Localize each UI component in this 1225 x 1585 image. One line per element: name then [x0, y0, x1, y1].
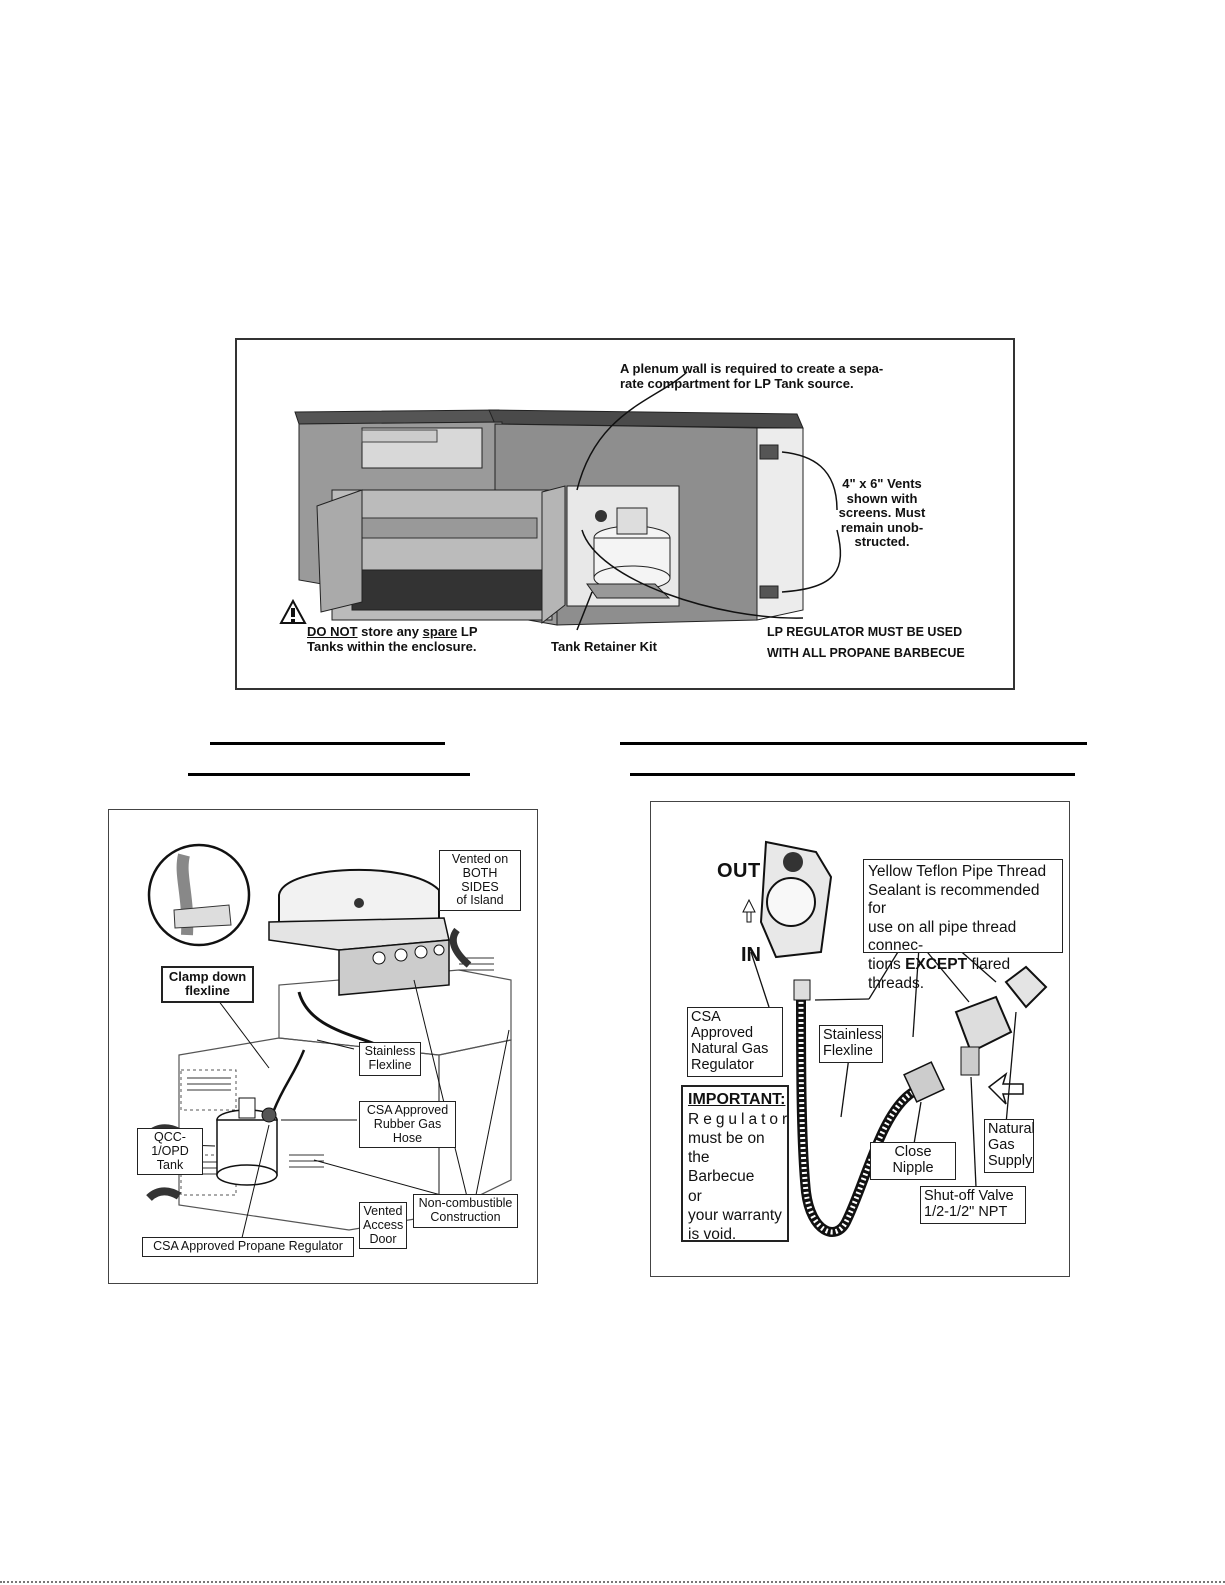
- out-label: OUT: [717, 860, 761, 882]
- left-heading-rule-1: [210, 742, 445, 745]
- propane-regulator-label: CSA Approved Propane Regulator: [142, 1237, 354, 1257]
- right-heading-rule-1: [620, 742, 1087, 745]
- stainless-flexline-label: Stainless Flexline: [359, 1042, 421, 1076]
- teflon-note: Yellow Teflon Pipe Thread Sealant is rec…: [863, 859, 1063, 953]
- vents-note: 4" x 6" Vents shown with screens. Must r…: [822, 477, 942, 550]
- right-heading-rule-2: [630, 773, 1075, 776]
- natural-gas-installation-panel: OUT IN Yellow Teflon Pipe Thread Sealant…: [650, 801, 1070, 1277]
- important-notice: IMPORTANT: Regulator must be on the Barb…: [681, 1085, 789, 1242]
- left-heading-rule-2: [188, 773, 470, 776]
- in-label: IN: [741, 944, 761, 966]
- ng-supply-label: Natural Gas Supply: [984, 1119, 1034, 1173]
- shutoff-valve-label: Shut-off Valve 1/2-1/2" NPT: [920, 1186, 1026, 1224]
- plenum-note: A plenum wall is required to create a se…: [620, 362, 883, 391]
- clamp-flexline-label: Clamp down flexline: [161, 966, 254, 1003]
- propane-installation-panel: Vented on BOTH SIDES of Island Clamp dow…: [108, 809, 538, 1284]
- non-combustible-label: Non-combustible Construction: [413, 1194, 518, 1228]
- tank-retainer-label: Tank Retainer Kit: [551, 640, 657, 655]
- top-illustration-panel: A plenum wall is required to create a se…: [235, 338, 1015, 690]
- spare-tank-warning: DO NOT store any spare LP Tanks within t…: [307, 625, 478, 654]
- vented-door-label: Vented Access Door: [359, 1202, 407, 1249]
- close-nipple-label: Close Nipple: [870, 1142, 956, 1180]
- regulator-note: LP REGULATOR MUST BE USED WITH ALL PROPA…: [767, 622, 965, 665]
- bottom-edge-dots: [0, 1581, 1225, 1583]
- tank-label: QCC-1/OPD Tank: [137, 1128, 203, 1175]
- stainless-flexline-label: Stainless Flexline: [819, 1025, 883, 1063]
- rubber-hose-label: CSA Approved Rubber Gas Hose: [359, 1101, 456, 1148]
- ng-regulator-label: CSA Approved Natural Gas Regulator: [687, 1007, 783, 1077]
- vented-sides-label: Vented on BOTH SIDES of Island: [439, 850, 521, 911]
